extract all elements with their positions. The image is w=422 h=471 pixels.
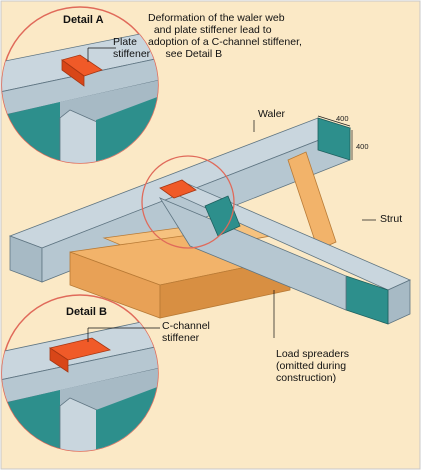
dimension-side-label: 400 [356,142,369,151]
plate-stiffener-main [159,179,197,199]
waler-label: Waler [258,108,286,120]
detail-a-location-circle [141,155,235,249]
detail-a-title: Detail A [63,14,104,26]
waler-end-face [317,117,351,161]
detail-b-title: Detail B [66,306,107,318]
strut-web [158,197,347,311]
c-channel-stiffener-label: C-channel stiffener [162,320,210,344]
diagonal-brace [287,151,337,251]
deformation-note: Deformation of the waler web and plate s… [148,12,302,60]
dimension-line-top [317,115,351,127]
detail-a-circle [1,6,159,164]
strut-label: Strut [380,213,403,225]
dimension-top-label: 400 [336,114,349,123]
load-spreaders-label: Load spreaders (omitted during construct… [276,348,349,384]
strut-web-shadow [204,195,241,237]
plate-stiffener-label: Plate stiffener [113,36,151,60]
